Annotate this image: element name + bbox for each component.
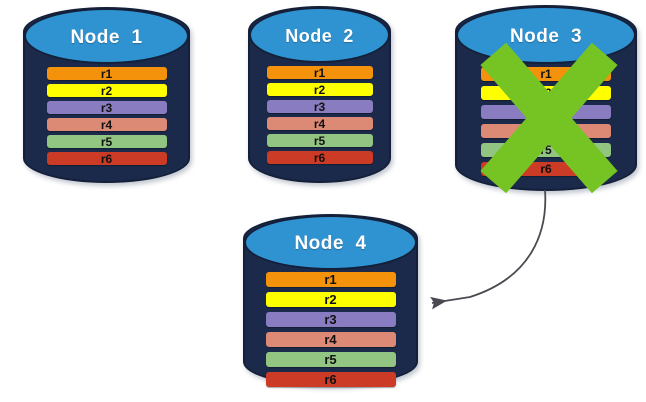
record-label: r6 bbox=[540, 162, 552, 176]
record-bar[interactable]: r6 bbox=[265, 372, 396, 387]
record-bar[interactable]: r1 bbox=[266, 65, 373, 80]
record-label: r1 bbox=[324, 272, 337, 287]
record-label: r3 bbox=[540, 105, 552, 119]
record-bar[interactable]: r6 bbox=[46, 151, 167, 166]
record-bar[interactable]: r1 bbox=[46, 66, 167, 81]
record-bar[interactable]: r3 bbox=[266, 99, 373, 114]
record-label: r3 bbox=[313, 99, 326, 114]
record-label: r4 bbox=[324, 332, 337, 347]
record-label: r1 bbox=[313, 65, 326, 80]
record-label: r6 bbox=[100, 151, 113, 166]
record-label: r3 bbox=[324, 312, 337, 327]
record-bar-stack: r1 r2 r3 r4 r5 r6 bbox=[243, 272, 418, 387]
record-label: r2 bbox=[324, 292, 337, 307]
record-label: r6 bbox=[324, 372, 337, 387]
record-bar[interactable]: r3 bbox=[481, 105, 611, 119]
record-label: r2 bbox=[540, 86, 552, 100]
record-bar[interactable]: r4 bbox=[265, 332, 396, 347]
record-label: r4 bbox=[100, 117, 113, 132]
record-bar[interactable]: r2 bbox=[46, 83, 167, 98]
arrow-path bbox=[430, 189, 547, 310]
record-bar-stack: r1 r2 r3 r4 r5 r6 bbox=[455, 67, 637, 176]
record-bar[interactable]: r3 bbox=[46, 100, 167, 115]
record-bar[interactable]: r2 bbox=[265, 292, 396, 307]
record-bar[interactable]: r4 bbox=[266, 116, 373, 131]
record-bar-stack: r1 r2 r3 r4 r5 r6 bbox=[248, 66, 391, 164]
record-bar[interactable]: r5 bbox=[46, 134, 167, 149]
record-label: r5 bbox=[100, 134, 113, 149]
record-label: r1 bbox=[540, 67, 552, 81]
record-label: r4 bbox=[540, 124, 552, 138]
record-bar[interactable]: r4 bbox=[481, 124, 611, 138]
record-label: r4 bbox=[313, 116, 326, 131]
record-bar[interactable]: r2 bbox=[266, 82, 373, 97]
record-label: r3 bbox=[100, 100, 113, 115]
record-bar[interactable]: r1 bbox=[481, 67, 611, 81]
record-label: r5 bbox=[324, 352, 337, 367]
record-label: r2 bbox=[100, 83, 113, 98]
record-label: r2 bbox=[313, 82, 326, 97]
record-bar[interactable]: r5 bbox=[265, 352, 396, 367]
record-bar[interactable]: r6 bbox=[481, 162, 611, 176]
record-bar[interactable]: r2 bbox=[481, 86, 611, 100]
record-label: r1 bbox=[100, 66, 113, 81]
record-bar-stack: r1 r2 r3 r4 r5 r6 bbox=[23, 67, 190, 165]
cylinder-top-ellipse bbox=[249, 7, 390, 63]
cylinder-top-ellipse bbox=[456, 6, 636, 64]
record-bar[interactable]: r5 bbox=[266, 133, 373, 148]
record-bar[interactable]: r3 bbox=[265, 312, 396, 327]
record-bar[interactable]: r1 bbox=[265, 272, 396, 287]
cylinder-top-ellipse bbox=[244, 215, 417, 270]
record-label: r5 bbox=[540, 143, 552, 157]
record-bar[interactable]: r5 bbox=[481, 143, 611, 157]
record-label: r5 bbox=[313, 133, 326, 148]
cylinder-top-ellipse bbox=[24, 8, 189, 64]
record-label: r6 bbox=[313, 150, 326, 165]
record-bar[interactable]: r4 bbox=[46, 117, 167, 132]
record-bar[interactable]: r6 bbox=[266, 150, 373, 165]
